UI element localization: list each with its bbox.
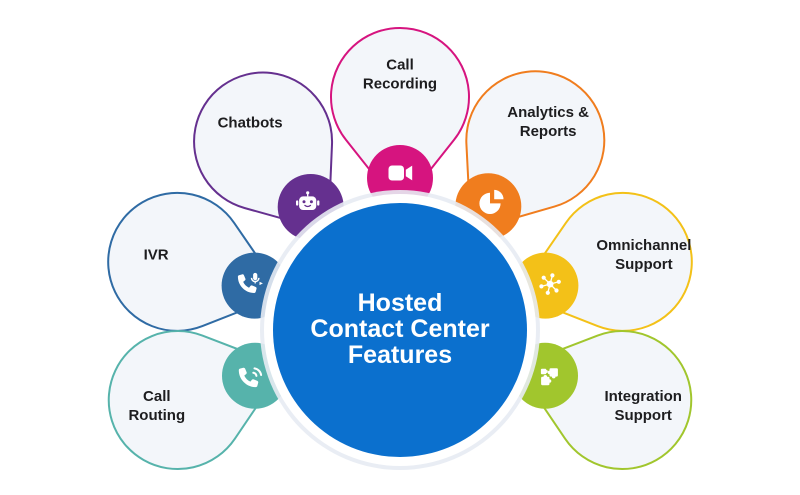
phone-mic-icon (237, 272, 263, 293)
petal-label-analytics-reports: Analytics &Reports (507, 104, 589, 140)
center-circle (273, 203, 527, 457)
pie-chart-icon (479, 189, 504, 214)
video-camera-icon (388, 165, 413, 181)
petal-label-chatbots: Chatbots (218, 115, 283, 132)
hub-icon (539, 273, 561, 295)
puzzle-icon (540, 368, 558, 386)
petal-call-recording (330, 27, 470, 209)
robot-icon (296, 191, 320, 210)
petal-label-ivr: IVR (144, 246, 169, 263)
phone-waves-icon (238, 367, 263, 388)
